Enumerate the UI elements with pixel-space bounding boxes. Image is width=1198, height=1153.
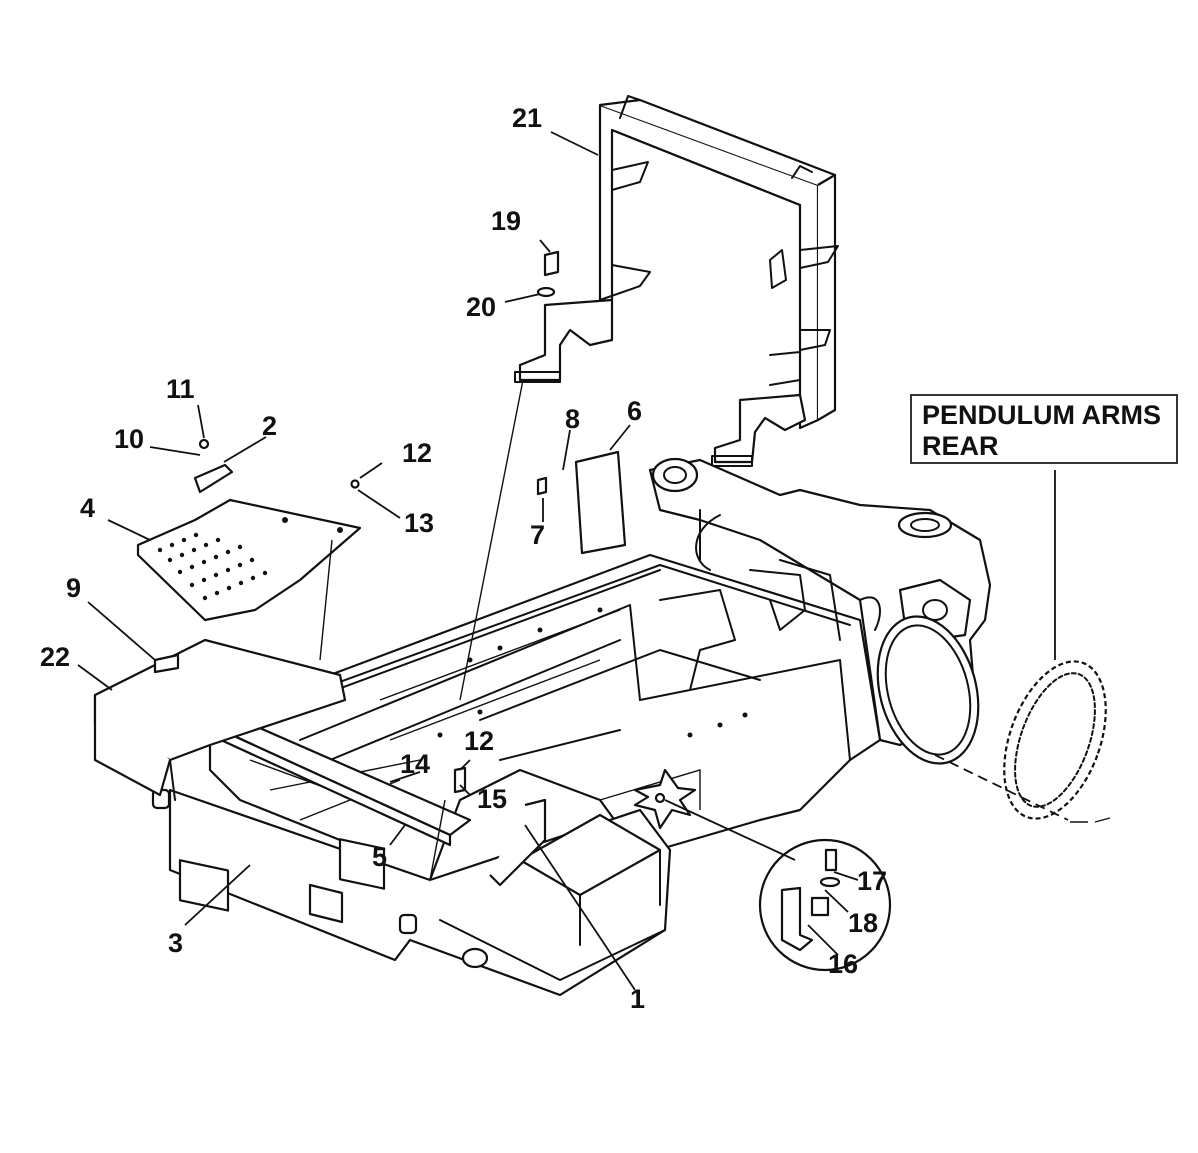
label-16: 16 [828, 949, 858, 979]
small-parts [193, 250, 1111, 972]
label-21: 21 [512, 103, 542, 133]
label-7: 7 [530, 520, 545, 550]
label-1: 1 [630, 984, 645, 1014]
label-18: 18 [848, 908, 878, 938]
label-20: 20 [466, 292, 496, 322]
front-bumper [151, 788, 672, 997]
label-15: 15 [477, 784, 507, 814]
grating-step [136, 498, 362, 622]
leader-lines [77, 131, 1069, 991]
label-22: 22 [40, 642, 70, 672]
callout-text: PENDULUM ARMS REAR [922, 400, 1161, 461]
label-4: 4 [80, 493, 95, 523]
label-11: 11 [166, 374, 195, 404]
part-labels: 1 2 3 4 5 6 7 8 9 10 11 12 13 14 12 15 1… [40, 103, 887, 1014]
mast-frame [514, 95, 839, 467]
label-2: 2 [262, 411, 277, 441]
label-10: 10 [114, 424, 144, 454]
label-12a: 12 [402, 438, 432, 468]
label-13: 13 [404, 508, 434, 538]
label-12b: 12 [464, 726, 494, 756]
label-8: 8 [565, 404, 580, 434]
label-19: 19 [491, 206, 521, 236]
label-9: 9 [66, 573, 81, 603]
label-3: 3 [168, 928, 183, 958]
label-14: 14 [400, 749, 430, 779]
pendulum-arms-rear-callout: PENDULUM ARMS REAR [910, 394, 1178, 464]
label-6: 6 [627, 396, 642, 426]
pendulum-housing [648, 457, 992, 765]
side-cover [93, 638, 347, 801]
label-5: 5 [372, 842, 387, 872]
label-17: 17 [857, 866, 887, 896]
